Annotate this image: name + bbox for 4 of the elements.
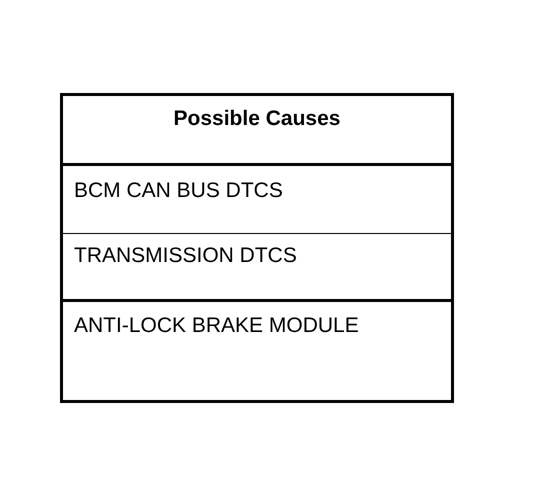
- table-row: TRANSMISSION DTCS: [63, 234, 451, 302]
- table-header: Possible Causes: [63, 96, 451, 166]
- table-row: BCM CAN BUS DTCS: [63, 166, 451, 234]
- table-row-text: ANTI-LOCK BRAKE MODULE: [73, 313, 360, 339]
